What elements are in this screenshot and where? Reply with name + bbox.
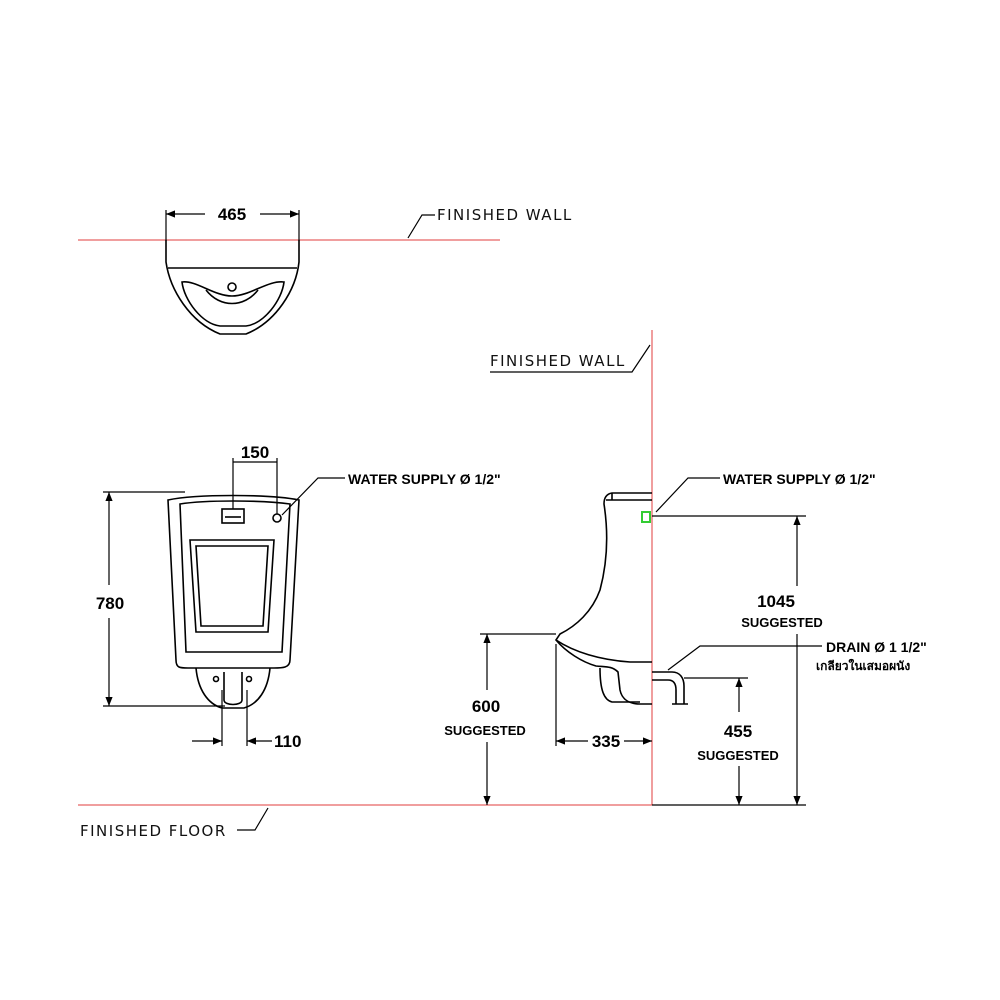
side-drain-pipe xyxy=(652,671,688,705)
dim-600-suggested: SUGGESTED xyxy=(444,723,526,738)
dim-455-suggested: SUGGESTED xyxy=(697,748,779,763)
side-top-cover xyxy=(606,493,652,501)
front-outlet-neck xyxy=(223,672,243,706)
front-inner-face xyxy=(179,500,291,653)
dim-465-label: 465 xyxy=(218,205,246,224)
front-mount-hole-right xyxy=(245,675,253,683)
front-mount-hole-left xyxy=(212,675,220,683)
front-bowl-opening xyxy=(189,539,275,633)
side-body-outline xyxy=(555,492,652,705)
front-inlet-box xyxy=(221,508,245,524)
dim-780-label: 780 xyxy=(96,594,124,613)
side-trap xyxy=(599,667,640,703)
front-outlet-skirt xyxy=(195,667,271,709)
dim-600-label: 600 xyxy=(472,697,500,716)
drain-leader xyxy=(667,645,822,671)
finished-wall-top-label: FINISHED WALL xyxy=(437,206,573,224)
front-water-supply-label: WATER SUPPLY Ø 1/2" xyxy=(348,471,501,487)
side-water-supply-marker xyxy=(641,511,651,523)
drain-note: เกลียวในเสมอผนัง xyxy=(816,658,910,673)
finished-wall-top-leader xyxy=(407,214,435,239)
side-water-supply-label: WATER SUPPLY Ø 1/2" xyxy=(723,471,876,487)
dim-455-label: 455 xyxy=(724,722,752,741)
dim-1045-label: 1045 xyxy=(757,592,795,611)
finished-wall-side-leader xyxy=(490,344,651,373)
side-inner-bowl xyxy=(555,639,652,663)
dim-335-label: 335 xyxy=(592,732,620,751)
finished-floor-leader xyxy=(237,807,269,831)
bowl-plan-outline xyxy=(165,240,300,335)
front-water-supply-leader xyxy=(281,477,345,516)
bowl-plan-outlet xyxy=(227,282,237,292)
top-view: FINISHED WALL 465 xyxy=(78,205,573,335)
bowl-plan-basin xyxy=(205,289,259,305)
side-view: FINISHED WALL FINISHED FLOOR WATER SUPPL… xyxy=(78,330,927,840)
dim-110-label: 110 xyxy=(274,732,301,751)
front-view: 150 WATER SUPPLY Ø 1/2" 780 110 xyxy=(96,443,501,751)
front-water-supply-point xyxy=(272,513,282,523)
dim-150-label: 150 xyxy=(241,443,269,462)
dim-1045-suggested: SUGGESTED xyxy=(741,615,823,630)
finished-wall-side-label: FINISHED WALL xyxy=(490,352,626,370)
side-water-supply-leader xyxy=(655,477,720,513)
front-bowl-opening-inner xyxy=(195,545,269,627)
bowl-plan-inner xyxy=(181,281,285,327)
front-body-outline xyxy=(167,494,300,669)
finished-floor-label: FINISHED FLOOR xyxy=(80,822,227,840)
drain-label: DRAIN Ø 1 1/2" xyxy=(826,639,927,655)
